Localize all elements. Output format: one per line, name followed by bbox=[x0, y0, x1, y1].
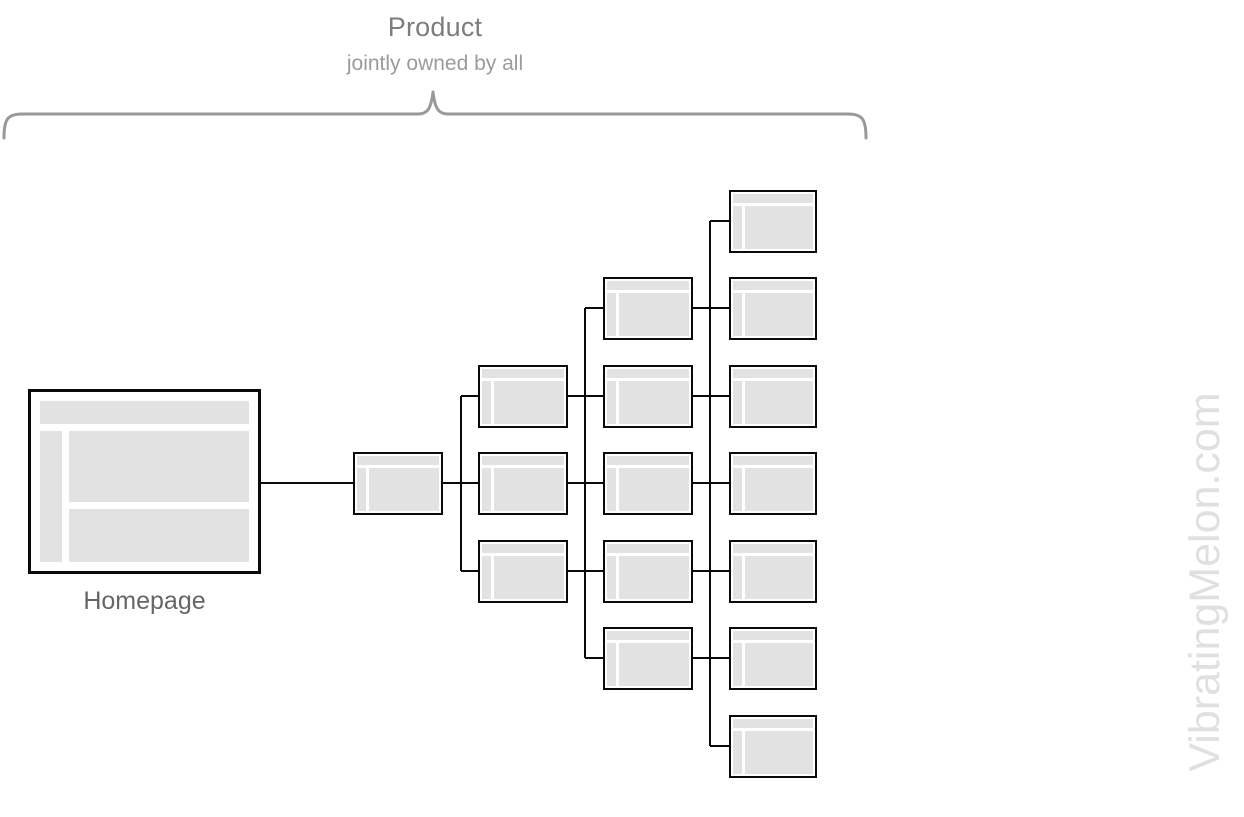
thumb-content-block bbox=[745, 380, 813, 424]
thumb-header-bar bbox=[607, 543, 689, 553]
annotation-title: Product bbox=[387, 12, 483, 42]
product-scope-brace bbox=[2, 90, 868, 140]
thumb-header-bar bbox=[482, 455, 564, 465]
homepage-header-bar bbox=[40, 401, 249, 424]
page-thumbnail-level-2-row3 bbox=[478, 539, 568, 603]
thumb-header-bar bbox=[607, 455, 689, 465]
thumb-sidebar-bar bbox=[482, 380, 491, 424]
page-thumbnail-level-4-row7 bbox=[729, 714, 817, 778]
thumb-content-block bbox=[619, 292, 689, 336]
thumb-content-block bbox=[494, 467, 564, 511]
thumb-sidebar-bar bbox=[607, 380, 616, 424]
thumb-content-block bbox=[494, 380, 564, 424]
thumb-content-block bbox=[619, 380, 689, 424]
page-thumbnail-level-3-row3 bbox=[603, 451, 693, 515]
thumb-sidebar-bar bbox=[607, 555, 616, 599]
thumb-header-bar bbox=[607, 280, 689, 290]
page-thumbnail-level-3-row4 bbox=[603, 539, 693, 603]
homepage-sidebar-bar bbox=[40, 431, 62, 562]
thumb-sidebar-bar bbox=[482, 467, 491, 511]
page-thumbnail-level-2-row1 bbox=[478, 364, 568, 428]
thumb-sidebar-bar bbox=[607, 642, 616, 686]
thumb-sidebar-bar bbox=[733, 555, 742, 599]
thumb-content-block bbox=[745, 642, 813, 686]
thumb-sidebar-bar bbox=[607, 467, 616, 511]
page-thumbnail-level-4-row4 bbox=[729, 451, 817, 515]
page-thumbnail-level-3-row5 bbox=[603, 626, 693, 690]
page-thumbnail-level-4-row3 bbox=[729, 364, 817, 428]
thumb-header-bar bbox=[733, 455, 813, 465]
thumb-sidebar-bar bbox=[733, 642, 742, 686]
thumb-header-bar bbox=[733, 630, 813, 640]
thumb-header-bar bbox=[482, 543, 564, 553]
homepage-label: Homepage bbox=[83, 587, 206, 615]
thumb-content-block bbox=[619, 467, 689, 511]
thumb-header-bar bbox=[733, 543, 813, 553]
thumb-content-block bbox=[619, 642, 689, 686]
thumb-header-bar bbox=[733, 718, 813, 728]
thumb-header-bar bbox=[607, 368, 689, 378]
homepage-content-block-1 bbox=[69, 431, 249, 502]
thumb-sidebar-bar bbox=[607, 292, 616, 336]
page-thumbnail-level-4-row1 bbox=[729, 189, 817, 253]
thumb-header-bar bbox=[482, 368, 564, 378]
page-thumbnail-level-4-row6 bbox=[729, 626, 817, 690]
page-thumbnail-level-4-row2 bbox=[729, 276, 817, 340]
page-thumbnail-level-1-row1 bbox=[353, 451, 443, 515]
homepage-content-block-2 bbox=[69, 509, 249, 562]
page-thumbnail-level-4-row5 bbox=[729, 539, 817, 603]
page-thumbnail-level-3-row2 bbox=[603, 364, 693, 428]
thumb-header-bar bbox=[733, 280, 813, 290]
thumb-content-block bbox=[745, 292, 813, 336]
product-annotation: Product jointly owned by all bbox=[185, 12, 685, 76]
thumb-content-block bbox=[745, 730, 813, 774]
annotation-subtitle: jointly owned by all bbox=[346, 52, 524, 75]
thumb-header-bar bbox=[357, 455, 439, 465]
watermark-text: VibratingMelon.com bbox=[1181, 392, 1229, 772]
thumb-header-bar bbox=[733, 193, 813, 203]
thumb-sidebar-bar bbox=[357, 467, 366, 511]
homepage-thumbnail bbox=[28, 389, 261, 574]
thumb-header-bar bbox=[733, 368, 813, 378]
thumb-content-block bbox=[494, 555, 564, 599]
thumb-content-block bbox=[745, 467, 813, 511]
thumb-sidebar-bar bbox=[482, 555, 491, 599]
thumb-content-block bbox=[745, 555, 813, 599]
page-thumbnail-level-2-row2 bbox=[478, 451, 568, 515]
thumb-content-block bbox=[619, 555, 689, 599]
page-thumbnail-level-3-row1 bbox=[603, 276, 693, 340]
thumb-sidebar-bar bbox=[733, 380, 742, 424]
thumb-header-bar bbox=[607, 630, 689, 640]
thumb-sidebar-bar bbox=[733, 205, 742, 249]
thumb-sidebar-bar bbox=[733, 730, 742, 774]
thumb-sidebar-bar bbox=[733, 292, 742, 336]
thumb-content-block bbox=[369, 467, 439, 511]
thumb-sidebar-bar bbox=[733, 467, 742, 511]
thumb-content-block bbox=[745, 205, 813, 249]
